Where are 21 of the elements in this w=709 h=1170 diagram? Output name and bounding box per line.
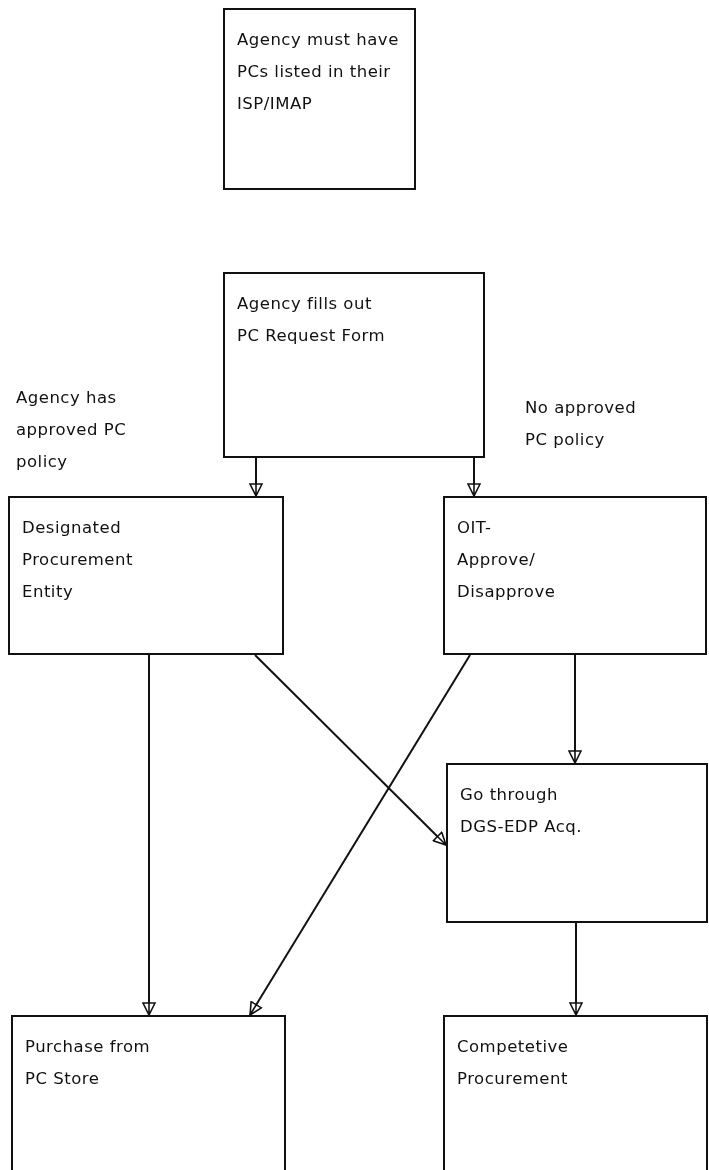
arrow <box>249 654 471 1016</box>
process-box <box>223 8 416 190</box>
process-box <box>8 496 284 655</box>
arrow <box>254 654 447 846</box>
box-text: OIT- Approve/ Disapprove <box>457 517 557 603</box>
box-text: Agency fills out PC Request Form <box>237 293 387 347</box>
box-text: Designated Procurement Entity <box>22 517 134 603</box>
box-text: Agency must have PCs listed in their ISP/IMAP <box>237 29 400 115</box>
box-text: Go through DGS-EDP Acq. <box>460 784 584 838</box>
process-box <box>446 763 708 923</box>
arrow <box>249 457 263 497</box>
arrow <box>142 654 156 1016</box>
process-box <box>223 272 485 458</box>
process-box <box>443 496 707 655</box>
box-text: Competetive Procurement <box>457 1036 570 1090</box>
arrow <box>569 922 583 1016</box>
arrow <box>568 654 582 764</box>
process-box <box>443 1015 708 1170</box>
arrow <box>467 457 481 497</box>
box-text: Purchase from PC Store <box>25 1036 152 1090</box>
process-box <box>11 1015 286 1170</box>
